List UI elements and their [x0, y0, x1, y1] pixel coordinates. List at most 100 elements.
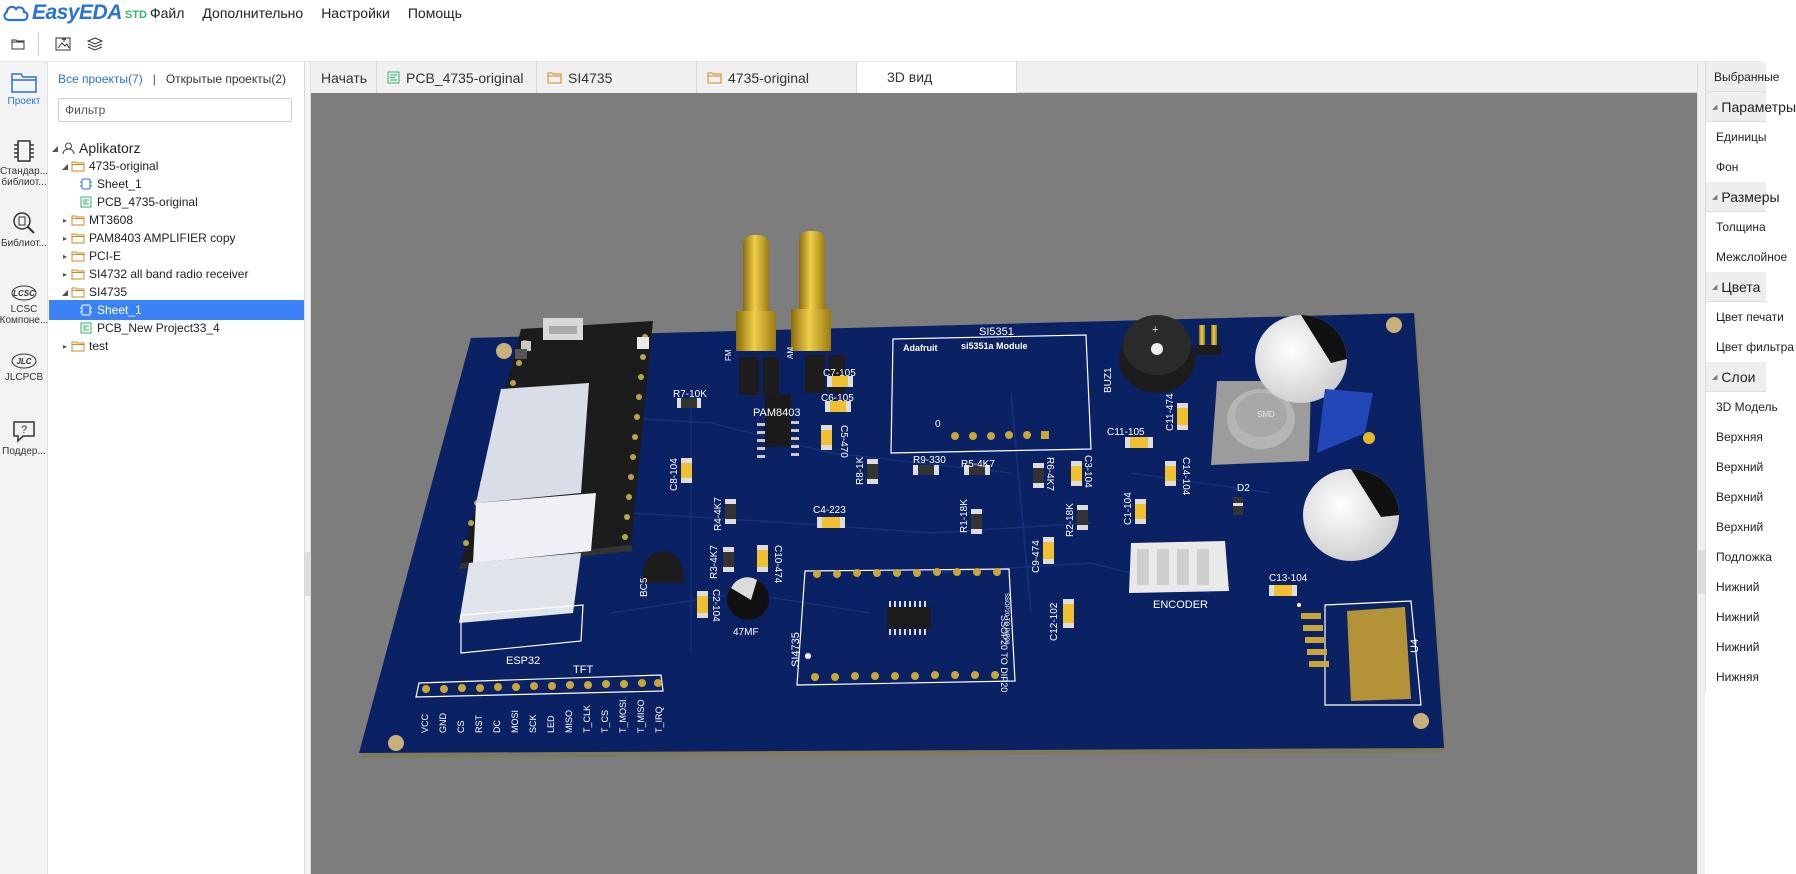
- tree-folder-test[interactable]: ▸ test: [48, 336, 305, 356]
- menu-bar: EasyEDA STD Файл Дополнительно Настройки…: [0, 0, 1762, 26]
- rail-lcsc[interactable]: LCSC LCSC Компоне...: [0, 284, 48, 326]
- tree-expand-toggle[interactable]: ▸: [62, 341, 67, 351]
- properties-header: Выбранные: [1706, 62, 1779, 92]
- folder-icon: [70, 249, 86, 263]
- silk-r2: R2-18K: [1065, 503, 1076, 537]
- tree-label: SI4735: [89, 285, 128, 299]
- row-interlayer[interactable]: Межслойное: [1716, 250, 1788, 264]
- row-layer-top-1[interactable]: Верхняя: [1716, 430, 1763, 444]
- tree-collapse-toggle[interactable]: ◢: [61, 161, 69, 171]
- right-panel-splitter[interactable]: [1697, 62, 1705, 874]
- row-layer-substrate[interactable]: Подложка: [1716, 550, 1772, 564]
- section-parameters[interactable]: ◢Параметры: [1706, 92, 1796, 122]
- layers-button[interactable]: [81, 30, 109, 58]
- rail-library[interactable]: Библиот...: [0, 210, 48, 249]
- rail-std-library[interactable]: Стандар... библиот...: [0, 138, 48, 188]
- tree-expand-toggle[interactable]: ▸: [62, 215, 67, 225]
- silk-c3: C3-104: [1082, 455, 1093, 488]
- schematic-icon: [78, 177, 94, 191]
- menu-help[interactable]: Помощь: [407, 5, 462, 21]
- row-3d-model[interactable]: 3D Модель: [1716, 400, 1778, 414]
- rail-support[interactable]: ? Поддер...: [0, 418, 48, 457]
- sma-connectors: [736, 231, 845, 395]
- support-icon: ?: [13, 421, 35, 443]
- row-layer-bottom-4[interactable]: Нижняя: [1716, 670, 1760, 684]
- section-colors[interactable]: ◢Цвета: [1706, 272, 1766, 302]
- silk-si5351: SI5351: [979, 326, 1014, 338]
- tree-expand-toggle[interactable]: ▸: [62, 233, 67, 243]
- tree-pcb-new-project33[interactable]: PCB_New Project33_4: [48, 318, 305, 338]
- pcb-icon: [78, 321, 94, 335]
- tab-start[interactable]: Начать: [311, 62, 377, 93]
- tree-schematic-sheet1-selected[interactable]: Sheet_1: [49, 300, 304, 320]
- menu-settings[interactable]: Настройки: [321, 5, 390, 21]
- open-projects-link[interactable]: Открытые проекты(2): [165, 72, 287, 86]
- section-layers[interactable]: ◢Слои: [1706, 362, 1766, 392]
- menu-file[interactable]: Файл: [150, 5, 185, 21]
- chip-library-icon: [14, 140, 34, 162]
- image-export-icon: [55, 36, 71, 50]
- splitter-grip[interactable]: [1698, 550, 1705, 594]
- electrolytic-cap-top: [1255, 315, 1347, 403]
- edition-label: STD: [124, 9, 147, 21]
- folder-tab-icon: [547, 72, 562, 84]
- row-units[interactable]: Единицы: [1716, 130, 1767, 144]
- tab-si4735[interactable]: SI4735: [537, 62, 697, 93]
- pcb-tab-icon: [387, 71, 400, 84]
- svg-text:T_CS: T_CS: [600, 710, 610, 733]
- silk-r1: R1-18K: [959, 499, 970, 533]
- 3d-view-canvas[interactable]: ESP32 TFT VCC GND CS RST DC MOSI SCK LED…: [311, 93, 1697, 874]
- tab-label: 4735-original: [728, 69, 809, 86]
- export-image-button[interactable]: [49, 30, 77, 58]
- tree-user-aplikatorz[interactable]: ◢ Aplikatorz: [48, 138, 305, 158]
- esp32-module: [459, 318, 653, 623]
- tree-expand-toggle[interactable]: ▸: [62, 251, 67, 261]
- tree-folder-mt3608[interactable]: ▸ MT3608: [48, 210, 305, 230]
- tree-folder-pam8403[interactable]: ▸ PAM8403 AMPLIFIER copy: [48, 228, 305, 248]
- rail-jlcpcb[interactable]: JLC JLCPCB: [0, 352, 48, 383]
- row-layer-bottom-1[interactable]: Нижний: [1716, 580, 1760, 594]
- rail-project[interactable]: Проект: [0, 70, 48, 107]
- all-projects-link[interactable]: Все проекты(7): [58, 72, 143, 86]
- buzzer-pin-header: [1195, 325, 1221, 355]
- svg-text:T_CLK: T_CLK: [582, 705, 592, 733]
- tree-folder-pci-e[interactable]: ▸ PCI-E: [48, 246, 305, 266]
- pam8403-chip: [757, 393, 799, 458]
- tree-folder-si4735[interactable]: ◢ SI4735: [48, 282, 305, 302]
- left-panel-splitter[interactable]: [305, 62, 311, 874]
- u4-module: [1297, 600, 1422, 706]
- tree-collapse-toggle[interactable]: ◢: [61, 287, 69, 297]
- section-caret-icon: ◢: [1712, 373, 1718, 381]
- tab-3d-view[interactable]: 3D вид: [857, 62, 1017, 93]
- open-folder-button[interactable]: [4, 30, 32, 58]
- tab-4735-original[interactable]: 4735-original: [697, 62, 857, 93]
- tab-pcb-4735-original[interactable]: PCB_4735-original: [377, 62, 537, 93]
- row-background[interactable]: Фон: [1716, 160, 1739, 174]
- tree-pcb-4735-original[interactable]: PCB_4735-original: [48, 192, 305, 212]
- row-layer-bottom-2[interactable]: Нижний: [1716, 610, 1760, 624]
- menu-advanced[interactable]: Дополнительно: [202, 5, 304, 21]
- tree-label: Sheet_1: [97, 177, 142, 191]
- tree-schematic-sheet1[interactable]: Sheet_1: [48, 174, 305, 194]
- trimmer-potentiometer: [1317, 389, 1375, 453]
- silk-ssop-dip: SSOP20 TO DIP20: [999, 615, 1009, 692]
- splitter-grip[interactable]: [305, 552, 311, 596]
- folder-icon: [70, 231, 86, 245]
- row-layer-bottom-3[interactable]: Нижний: [1716, 640, 1760, 654]
- tree-folder-4735-original[interactable]: ◢ 4735-original: [48, 156, 305, 176]
- tree-folder-si4732[interactable]: ▸ SI4732 all band radio receiver: [48, 264, 305, 284]
- tree-collapse-toggle[interactable]: ◢: [51, 143, 59, 153]
- project-filter-input[interactable]: [58, 98, 292, 122]
- tree-expand-toggle[interactable]: ▸: [62, 269, 67, 279]
- row-layer-top-2[interactable]: Верхний: [1716, 460, 1764, 474]
- row-layer-top-3[interactable]: Верхний: [1716, 490, 1764, 504]
- silk-c12: C12-102: [1049, 602, 1060, 641]
- section-dimensions[interactable]: ◢Размеры: [1706, 182, 1780, 212]
- row-silk-color[interactable]: Цвет печати: [1716, 310, 1784, 324]
- app-logo[interactable]: EasyEDA STD: [2, 1, 150, 25]
- row-layer-top-4[interactable]: Верхний: [1716, 520, 1764, 534]
- row-filter-color[interactable]: Цвет фильтра: [1716, 340, 1794, 354]
- row-thickness[interactable]: Толщина: [1716, 220, 1766, 234]
- tree-label: PAM8403 AMPLIFIER copy: [89, 231, 236, 245]
- buzzer: +: [1119, 315, 1195, 393]
